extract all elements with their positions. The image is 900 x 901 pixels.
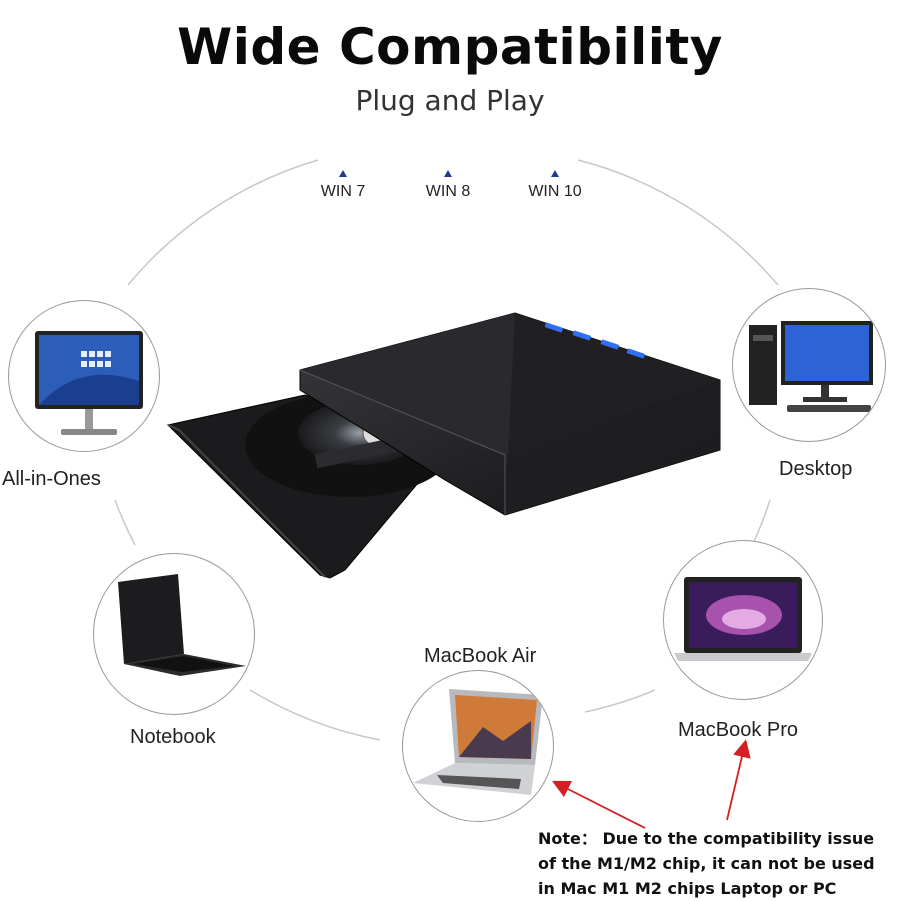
triangle-icon	[444, 170, 452, 177]
os-label: WIN 10	[528, 183, 582, 200]
os-item-win10: WIN 10	[510, 170, 600, 201]
note-line-3: in Mac M1 M2 chips Laptop or PC	[538, 879, 837, 898]
desktop-circle	[732, 288, 886, 442]
macbook-air-label: MacBook Air	[424, 645, 537, 667]
macbook-air-laptop-icon	[413, 689, 543, 795]
desktop-label: Desktop	[779, 458, 853, 480]
macbook-pro-circle	[663, 540, 823, 700]
page-subtitle: Plug and Play	[355, 84, 545, 117]
macbook-pro-label: MacBook Pro	[678, 719, 799, 741]
all-in-ones-label: All-in-Ones	[2, 468, 101, 490]
note-line-1: Note： Due to the compatibility issue	[538, 829, 875, 848]
macbook-air-circle	[402, 670, 554, 822]
os-item-win8: WIN 8	[403, 170, 493, 201]
arrow-to-macbook-air	[551, 780, 646, 829]
os-item-win7: WIN 7	[298, 170, 388, 201]
notebook-label: Notebook	[130, 726, 216, 748]
os-label: WIN 7	[320, 183, 366, 200]
optical-drive-image	[166, 312, 721, 579]
desktop-pc-icon	[749, 321, 873, 412]
notebook-circle	[93, 553, 255, 715]
all-in-ones-circle	[8, 300, 160, 452]
os-label: WIN 8	[425, 183, 471, 200]
macbook-pro-laptop-icon	[674, 577, 812, 661]
triangle-icon	[339, 170, 347, 177]
all-in-one-pc-icon	[35, 331, 143, 435]
note-line-2: of the M1/M2 chip, it can not be used	[538, 854, 875, 873]
arrow-to-macbook-pro	[726, 739, 751, 821]
page-title: Wide Compatibility	[177, 18, 723, 76]
triangle-icon	[551, 170, 559, 177]
compatibility-note: Note： Due to the compatibility issue of …	[538, 826, 900, 901]
notebook-laptop-icon	[118, 574, 246, 676]
